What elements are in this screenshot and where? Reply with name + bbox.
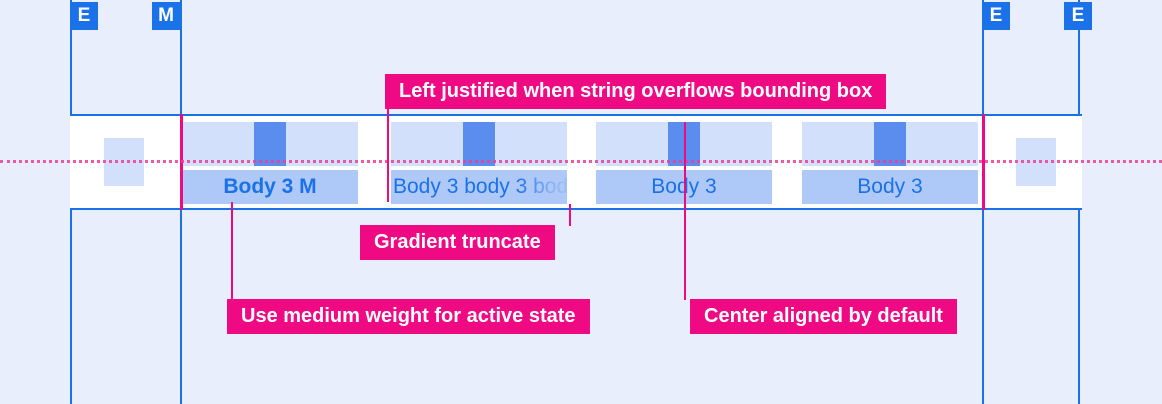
- connector-center-aligned: [684, 122, 686, 300]
- tab-icon-row: [391, 122, 567, 166]
- tab-cell-active[interactable]: Body 3 M: [182, 122, 358, 204]
- annotation-center-aligned: Center aligned by default: [690, 299, 957, 334]
- tab-label-row: Body 3 M: [182, 170, 358, 204]
- connector-medium-weight: [231, 202, 233, 300]
- tab-label: Body 3: [857, 175, 923, 198]
- guide-badge-e-right: E: [982, 2, 1010, 30]
- tab-icon-row: [802, 122, 978, 166]
- tab-cell-overflow[interactable]: Body 3 body 3 body 3: [391, 122, 567, 204]
- annotation-gradient-truncate: Gradient truncate: [360, 225, 555, 260]
- tab-icon-placeholder: [254, 122, 286, 166]
- baseline-guide: [0, 160, 1162, 163]
- connector-gradient-truncate: [569, 204, 571, 226]
- guide-badge-e-left: E: [70, 2, 98, 30]
- guide-badge-m: M: [152, 2, 180, 30]
- guide-badge-e-far-right: E: [1064, 2, 1092, 30]
- tab-icon-row: [182, 122, 358, 166]
- annotation-medium-weight: Use medium weight for active state: [227, 299, 590, 334]
- tab-label-row: Body 3: [802, 170, 978, 204]
- tab-label-row: Body 3 body 3 body 3: [391, 170, 567, 204]
- tab-icon-placeholder: [463, 122, 495, 166]
- tab-cell-default-2[interactable]: Body 3: [802, 122, 978, 204]
- connector-left-justified: [387, 104, 389, 202]
- annotation-left-justified: Left justified when string overflows bou…: [385, 74, 887, 109]
- tab-icon-placeholder: [874, 122, 906, 166]
- tab-label: Body 3 M: [223, 175, 317, 198]
- tab-label: Body 3: [651, 175, 717, 198]
- tab-label-truncated: Body 3 body 3 body 3: [393, 175, 567, 198]
